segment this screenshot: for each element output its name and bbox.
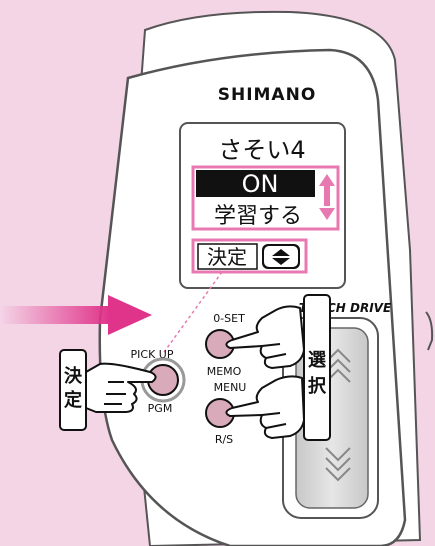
rs-label: R/S [215,433,233,446]
pgm-label: PGM [148,402,173,415]
pointing-hand-icon-oset [225,305,305,369]
chevron-down-icon [325,447,351,482]
confirm-label[interactable]: 決定 [207,245,247,269]
option-selected-bg [196,170,315,197]
pointing-hand-icon-pickup [85,362,157,413]
select-callout [303,294,331,441]
oset-label: 0-SET [213,312,245,325]
option-next[interactable]: 学習する [214,204,302,229]
brand-logo: SHIMANO [218,85,317,105]
menu-label: MENU [214,381,247,394]
lcd-title: さそい4 [218,136,305,164]
option-highlight-box [191,165,340,231]
pointing-hand-icon-menu [225,375,305,439]
right-arrow-icon [0,295,152,335]
confirm-char-2: 定 [64,389,82,411]
select-char-1: 選 [308,350,326,371]
memo-label: MEMO [207,365,242,378]
confirm-char-1: 決 [64,365,83,387]
confirm-label-box [197,243,258,270]
option-selected[interactable]: ON [242,170,279,198]
scroll-arrows-icon [262,244,300,269]
confirm-highlight [191,238,308,274]
select-char-2: 択 [308,376,327,397]
side-clip [425,311,434,351]
up-down-arrows-icon [319,174,335,220]
guide-dotted-line [161,271,223,356]
